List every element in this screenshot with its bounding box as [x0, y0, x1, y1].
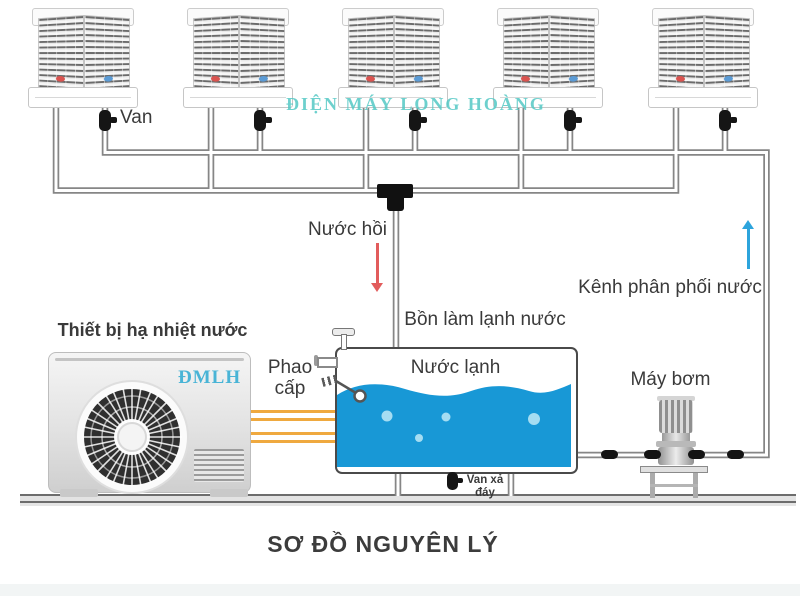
pump-motor — [659, 400, 693, 433]
blue-dot-icon — [258, 75, 268, 82]
cooler-unit-2 — [182, 6, 294, 108]
cooler-louver-right — [549, 15, 595, 92]
cooler-base — [28, 87, 138, 108]
valve-icon-3 — [409, 110, 427, 131]
tee-junction-icon — [377, 184, 413, 198]
blue-dot-icon — [723, 75, 733, 82]
valve-icon-2 — [254, 110, 272, 131]
blue-dot-icon — [568, 75, 578, 82]
cooler-unit-3 — [337, 6, 449, 108]
return-arrow-down-icon — [371, 243, 383, 293]
valve-icon-4 — [564, 110, 582, 131]
cooler-louver-left — [658, 15, 704, 92]
faucet-stem — [341, 334, 347, 350]
footer-strip — [0, 584, 800, 596]
red-dot-icon — [520, 75, 530, 82]
supply-arrow-up-icon — [742, 220, 754, 270]
watermark-badge: ĐMLH — [178, 367, 242, 388]
blue-dot-icon — [103, 75, 113, 82]
cooler-louver-right — [239, 15, 285, 92]
water-surface — [337, 384, 571, 467]
cooler-louver-left — [38, 15, 84, 92]
red-dot-icon — [675, 75, 685, 82]
pump-label: Máy bơm — [630, 369, 711, 390]
pump-icon — [640, 396, 708, 498]
chiller-foot — [210, 489, 248, 497]
chiller-foot — [60, 489, 98, 497]
valve-icon-5 — [719, 110, 737, 131]
chiller-grille — [194, 449, 244, 482]
cooler-louver-left — [348, 15, 394, 92]
supply-float-label: Phao cấp — [267, 357, 313, 400]
water-tank-icon — [335, 347, 578, 474]
cooler-louver-right — [704, 15, 750, 92]
red-dot-icon — [365, 75, 375, 82]
float-valve-icon — [335, 379, 367, 403]
inlet-stub — [317, 357, 338, 368]
watermark-text: ĐIỆN MÁY LONG HOÀNG — [286, 94, 546, 114]
bubble — [381, 410, 393, 422]
cooler-louver-right — [84, 15, 130, 92]
cooler-base — [493, 87, 603, 108]
return-water-label: Nước hồi — [307, 219, 388, 240]
cooler-unit-4 — [492, 6, 604, 108]
coupling-icon — [727, 450, 744, 459]
valve-label: Van — [120, 107, 153, 128]
coupling-icon — [644, 450, 661, 459]
red-dot-icon — [55, 75, 65, 82]
floor-line — [20, 494, 796, 503]
pump-stand — [640, 466, 708, 473]
tee-junction-stub — [387, 197, 404, 211]
coupling-icon — [688, 450, 705, 459]
valve-icon-1 — [99, 110, 117, 131]
cooling-tank-label: Bồn làm lạnh nước — [404, 309, 566, 330]
chiller-top-vent — [55, 358, 244, 361]
hot-water-pipe-top — [248, 410, 337, 421]
drain-valve-label: Van xả đáy — [466, 474, 504, 499]
chiller-unit — [48, 352, 251, 494]
cooler-unit-5 — [647, 6, 759, 108]
cooler-louver-left — [193, 15, 239, 92]
inlet-stub-cap — [314, 355, 318, 366]
bubble — [441, 412, 451, 422]
cooler-base — [648, 87, 758, 108]
blue-dot-icon — [413, 75, 423, 82]
page-title: SƠ ĐỒ NGUYÊN LÝ — [267, 531, 499, 557]
chiller-fan-icon — [75, 380, 189, 494]
cooler-base — [338, 87, 448, 108]
drain-valve-icon — [447, 472, 463, 490]
distribution-channel-label: Kênh phân phối nước — [578, 277, 762, 298]
cooler-louver-left — [503, 15, 549, 92]
coupling-icon — [601, 450, 618, 459]
cold-water-label: Nước lạnh — [410, 357, 501, 378]
hot-water-pipe-bottom — [248, 432, 337, 443]
bubble — [528, 413, 540, 425]
red-dot-icon — [210, 75, 220, 82]
pump-body — [658, 447, 694, 465]
water-chiller-label: Thiết bị hạ nhiệt nước — [57, 320, 248, 340]
bubble — [415, 434, 423, 442]
cooler-louver-right — [394, 15, 440, 92]
cooler-unit-1 — [27, 6, 139, 108]
cooler-base — [183, 87, 293, 108]
